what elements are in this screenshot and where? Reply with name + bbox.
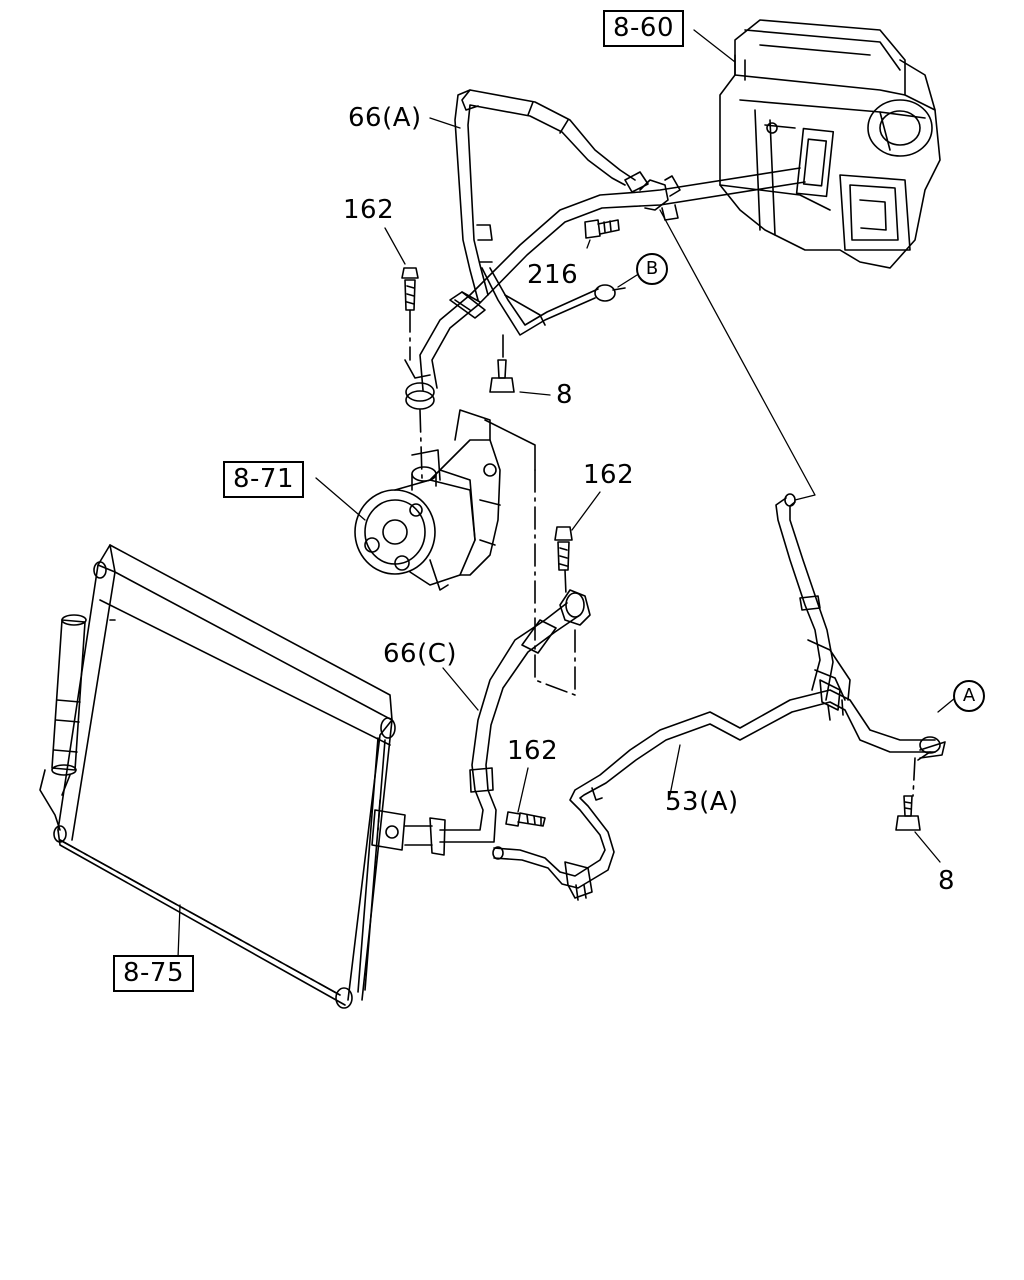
bolt-162-low [506, 812, 545, 826]
hose-label-66a: 66(A) [348, 103, 422, 133]
bolt-label-8-top: 8 [556, 380, 574, 410]
ref-label-8-71: 8-71 [223, 461, 305, 498]
bolt-label-216: 216 [527, 260, 579, 290]
bolt-label-162-top: 162 [343, 195, 395, 225]
bolt-label-162-mid: 162 [583, 460, 635, 490]
bolt-label-8-right: 8 [938, 866, 956, 896]
condenser [40, 545, 405, 1008]
ref-label-8-60: 8-60 [603, 10, 685, 47]
bolt-162-mid [555, 527, 572, 570]
bolt-label-162-low: 162 [507, 736, 559, 766]
bolt-216 [585, 220, 619, 238]
leader-lines [178, 30, 955, 958]
bolt-8-top [490, 360, 514, 392]
hose-label-66c: 66(C) [383, 639, 458, 669]
pipe-label-53a: 53(A) [665, 787, 739, 817]
bolt-8-right [896, 796, 920, 830]
evaporator-unit [720, 20, 940, 268]
compressor [355, 410, 535, 590]
hose-66c [405, 590, 590, 855]
connector-a-marker: A [953, 680, 985, 712]
connector-b-marker: B [636, 253, 668, 285]
bolt-162-top [402, 268, 418, 310]
assembly-lines [60, 310, 915, 995]
hose-66a [405, 90, 805, 409]
ref-label-8-75: 8-75 [113, 955, 195, 992]
pipe-53a [493, 494, 945, 900]
